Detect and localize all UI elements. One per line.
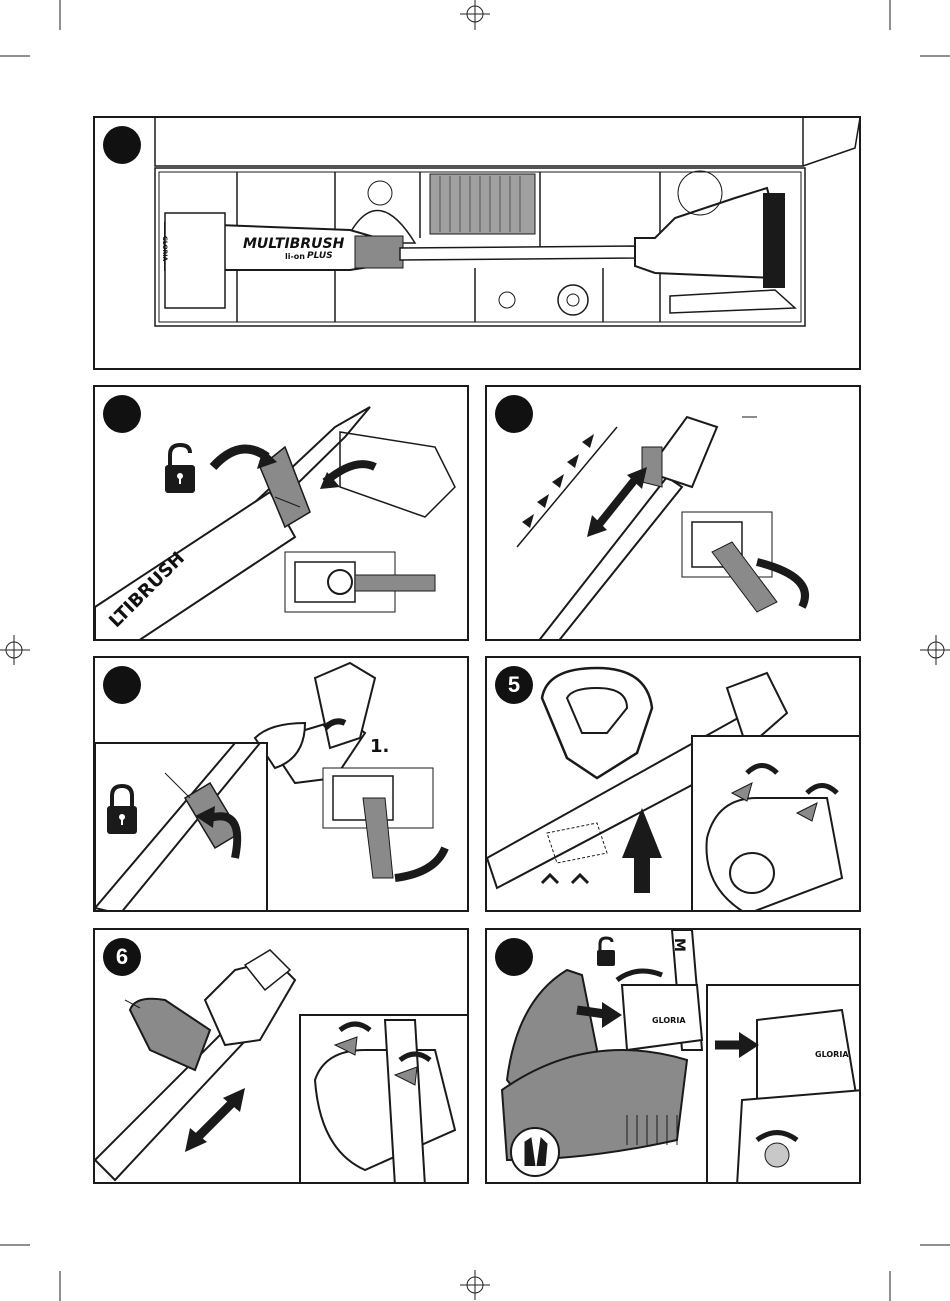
step-badge-1 [103, 126, 141, 164]
unlock-icon [165, 445, 195, 493]
brand-label: GLORIA [161, 236, 168, 261]
product-plus-label: PLUS [307, 251, 333, 261]
panel-5-attach-handle: 5 [485, 656, 861, 912]
step-badge-4 [103, 666, 141, 704]
adjust-handle-illustration [95, 930, 469, 1184]
adjust-length-illustration [487, 387, 861, 641]
brand-label-head: GLORIA [652, 1016, 686, 1025]
panel-2-unlock-shaft: LTIBRUSH [93, 385, 469, 641]
panel-3-adjust-length [485, 385, 861, 641]
attach-handle-illustration [487, 658, 861, 912]
step-number-label: 1. [370, 736, 389, 757]
unlock-illustration [95, 387, 469, 641]
box-contents-illustration [95, 118, 861, 370]
panel-7-attach-brush-head: GLORIA GLORIA M [485, 928, 861, 1184]
step-badge-6: 6 [103, 938, 141, 976]
step-badge-2 [103, 395, 141, 433]
unlock-icon [597, 938, 615, 966]
panel-6-adjust-handle: 6 [93, 928, 469, 1184]
panel-4-lock-shaft: 1. [93, 656, 469, 912]
product-name-label: MULTIBRUSH [243, 236, 344, 252]
brand-label-inset: GLORIA [815, 1050, 849, 1059]
lock-illustration [95, 658, 469, 912]
shaft-brand-text: M [671, 938, 687, 952]
step-badge-7 [495, 938, 533, 976]
attach-brush-illustration [487, 930, 861, 1184]
step-badge-3 [495, 395, 533, 433]
panel-1-box-contents: MULTIBRUSH li-on PLUS GLORIA [93, 116, 861, 370]
step-badge-5: 5 [495, 666, 533, 704]
product-sub-label: li-on [285, 252, 305, 261]
brush-bristles [430, 174, 535, 234]
